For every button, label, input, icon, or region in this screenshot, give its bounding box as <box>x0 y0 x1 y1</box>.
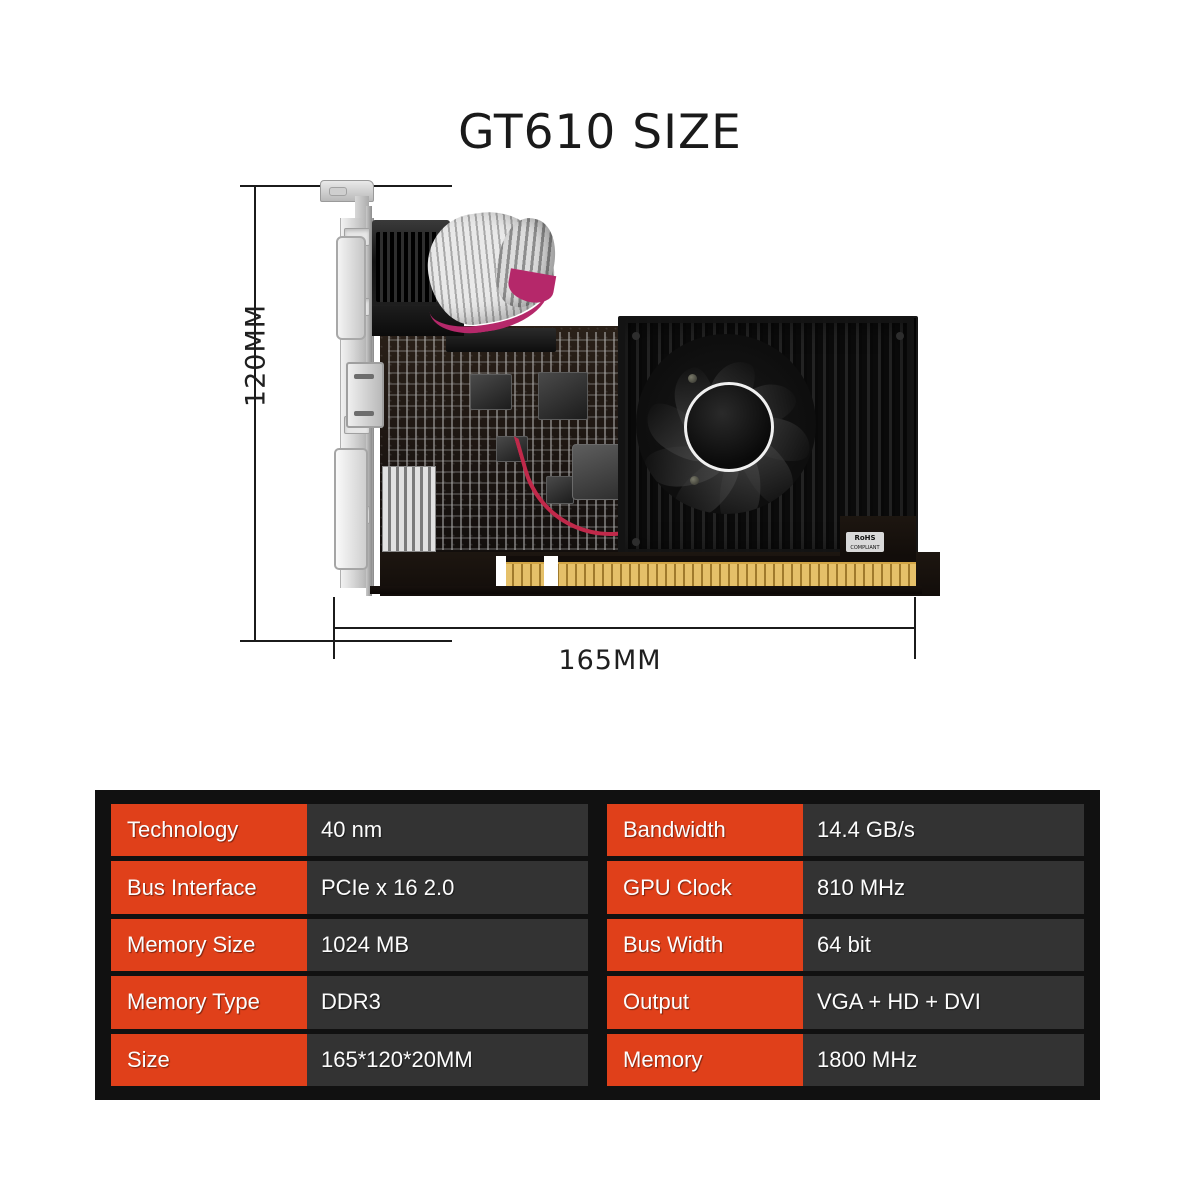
spec-value: 810 MHz <box>803 861 1084 914</box>
spec-value: 64 bit <box>803 918 1084 972</box>
width-tick-right <box>914 597 916 659</box>
height-dimension-label: 120MM <box>240 303 272 408</box>
spec-value: DDR3 <box>307 976 588 1029</box>
spec-key: Bandwidth <box>607 804 803 857</box>
fan-screw <box>690 476 699 485</box>
height-tick-bottom <box>240 640 452 642</box>
spec-key: Bus Interface <box>111 861 307 914</box>
specification-table: Technology 40 nm Bandwidth 14.4 GB/s Bus… <box>95 790 1100 1100</box>
pcie-gold-fingers <box>496 564 916 590</box>
spec-value: VGA + HD + DVI <box>803 976 1084 1029</box>
pcb-bottom-edge <box>370 586 922 594</box>
column-gap <box>593 976 602 1029</box>
heatsink-screw <box>896 332 904 340</box>
rohs-label-text: RoHS <box>854 534 876 542</box>
rohs-label-sub: COMPLIANT <box>850 545 880 551</box>
table-row: Technology 40 nm Bandwidth 14.4 GB/s <box>111 804 1084 857</box>
spec-key: Output <box>607 976 803 1029</box>
spec-pair-left: Technology 40 nm <box>111 804 588 857</box>
table-row: Bus Interface PCIe x 16 2.0 GPU Clock 81… <box>111 861 1084 914</box>
rohs-label: RoHS COMPLIANT <box>846 532 884 552</box>
heatsink-screw <box>632 332 640 340</box>
spec-key: Memory Type <box>111 976 307 1029</box>
table-row: Size 165*120*20MM Memory 1800 MHz <box>111 1033 1084 1087</box>
pcb-chip <box>470 374 512 410</box>
hdmi-port <box>346 362 384 428</box>
graphics-card-image: RoHS COMPLIANT <box>300 176 940 596</box>
column-gap <box>593 918 602 972</box>
height-dimension-line <box>254 186 256 642</box>
spec-key: Memory <box>607 1033 803 1087</box>
spec-value: 1024 MB <box>307 918 588 972</box>
dvi-port <box>334 448 368 570</box>
spec-pair-right: GPU Clock 810 MHz <box>607 861 1084 914</box>
spec-pair-right: Output VGA + HD + DVI <box>607 976 1084 1029</box>
column-gap <box>593 804 602 857</box>
spec-key: Technology <box>111 804 307 857</box>
spec-pair-right: Bus Width 64 bit <box>607 918 1084 972</box>
column-gap <box>593 861 602 914</box>
spec-pair-right: Memory 1800 MHz <box>607 1033 1084 1087</box>
width-dimension-label: 165MM <box>558 645 662 676</box>
spec-pair-right: Bandwidth 14.4 GB/s <box>607 804 1084 857</box>
spec-value: 40 nm <box>307 804 588 857</box>
table-row: Memory Size 1024 MB Bus Width 64 bit <box>111 918 1084 972</box>
pcb-header-connector <box>446 328 556 352</box>
pcb-chip <box>496 436 528 462</box>
spec-key: Bus Width <box>607 918 803 972</box>
spec-value: 1800 MHz <box>803 1033 1084 1087</box>
spec-pair-left: Bus Interface PCIe x 16 2.0 <box>111 861 588 914</box>
fan-hub <box>684 382 774 472</box>
spec-pair-left: Memory Type DDR3 <box>111 976 588 1029</box>
table-row: Memory Type DDR3 Output VGA + HD + DVI <box>111 976 1084 1029</box>
spec-key: GPU Clock <box>607 861 803 914</box>
width-tick-left <box>333 597 335 659</box>
vga-port <box>336 236 366 340</box>
bracket-neck <box>355 196 369 222</box>
page-title: GT610 SIZE <box>458 105 742 160</box>
pcie-key-notch <box>544 556 558 592</box>
spec-value: 165*120*20MM <box>307 1033 588 1087</box>
pcb-chip <box>538 372 588 420</box>
heatsink-screw <box>632 538 640 546</box>
spec-pair-left: Size 165*120*20MM <box>111 1033 588 1087</box>
pcie-left-notch <box>496 556 506 592</box>
column-gap <box>593 1033 602 1087</box>
fan-screw <box>688 374 697 383</box>
pcb-chip <box>546 476 574 504</box>
spec-value: 14.4 GB/s <box>803 804 1084 857</box>
spec-key: Memory Size <box>111 918 307 972</box>
width-dimension-line <box>334 627 916 629</box>
spec-key: Size <box>111 1033 307 1087</box>
spec-value: PCIe x 16 2.0 <box>307 861 588 914</box>
spec-pair-left: Memory Size 1024 MB <box>111 918 588 972</box>
dvi-pin-array <box>382 466 436 552</box>
